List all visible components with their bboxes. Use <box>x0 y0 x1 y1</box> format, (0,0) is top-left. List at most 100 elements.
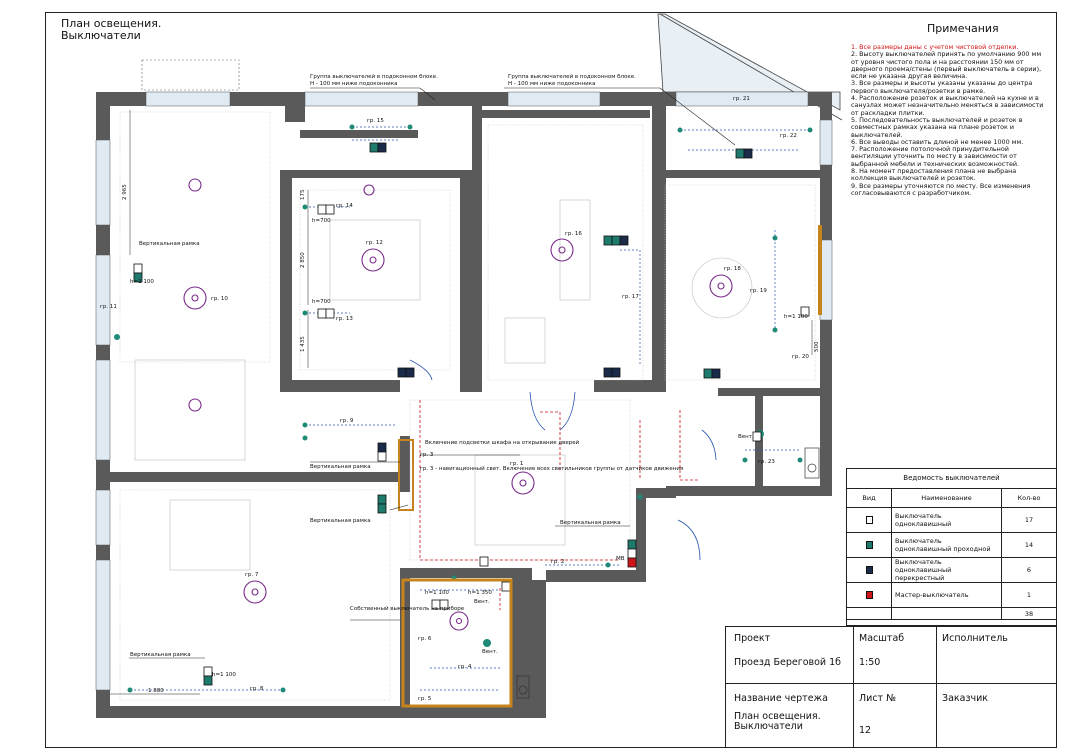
drawing-value: План освещения. Выключатели <box>734 711 821 732</box>
grp-4: гр. 4 <box>458 664 472 670</box>
note-3: 3. Все размеры и высоты указаны указаны … <box>851 79 1033 95</box>
executor-label: Исполнитель <box>942 633 1008 644</box>
row-name: Мастер-выключатель <box>891 582 1002 608</box>
grp-12: гр. 12 <box>366 240 383 246</box>
vertical-frame-label-2: Вертикальная рамка <box>310 464 371 470</box>
bathroom-highlight <box>401 578 513 708</box>
bay-window-outline <box>141 59 240 91</box>
schedule-row: Выключатель одноклавишный проходной 14 <box>847 532 1056 558</box>
note-5: 5. Последовательность выключателей и роз… <box>851 115 1023 139</box>
h700-label-2: h=700 <box>312 299 331 305</box>
vent-label-1: Вент. <box>474 599 490 605</box>
group-window-label-2b: H - 100 мм ниже подоконника <box>508 81 595 87</box>
bathroom-highlight-2 <box>401 578 513 708</box>
row-qty: 6 <box>1001 557 1056 583</box>
dim-2850: 2 850 <box>300 252 306 268</box>
project-label: Проект <box>734 633 771 644</box>
scale-value: 1:50 <box>859 657 881 668</box>
grp-22: гр. 22 <box>780 133 797 139</box>
row-qty: 17 <box>1001 507 1056 533</box>
symbol-master-switch <box>847 582 892 608</box>
grp-11: гр. 11 <box>100 304 117 310</box>
schedule-row: Выключатель одноклавишный перекрестный 6 <box>847 557 1056 583</box>
bathroom-fixtures <box>516 447 820 699</box>
schedule-header-row: Вид Наименование Кол-во <box>847 488 1056 508</box>
grp-9: гр. 9 <box>340 418 354 424</box>
note-1: 1. Все размеры даны с учетом чистовой от… <box>851 43 1019 51</box>
title-line-1: План освещения. <box>61 17 162 30</box>
note-7: 7. Расположение потолочной принудительно… <box>851 145 1020 168</box>
title-block: Проект Проезд Береговой 1б Масштаб 1:50 … <box>725 626 1057 748</box>
grp-13: гр. 13 <box>336 316 353 322</box>
row-name: Выключатель одноклавишный <box>891 507 1002 533</box>
h1100-label-4: h=1 100 <box>425 590 449 596</box>
dim-1880: 1 880 <box>148 688 164 694</box>
notes-list: 1. Все размеры даны с учетом чистовой от… <box>851 43 1048 197</box>
h1100-label-1: h=1 100 <box>130 279 154 285</box>
schedule-row: Мастер-выключатель 1 <box>847 582 1056 608</box>
lamp-gr12 <box>361 248 385 272</box>
ceiling-lamps <box>183 178 733 631</box>
scale-label: Масштаб <box>859 633 905 644</box>
h1350-label: h=1 350 <box>468 590 492 596</box>
schedule-row: Выключатель одноклавишный 17 <box>847 507 1056 533</box>
schedule-total-row: 38 <box>847 607 1056 620</box>
customer-label: Заказчик <box>942 693 989 704</box>
sheet-frame <box>45 12 1057 748</box>
note-6: 6. Все выводы оставить длиной не менее 1… <box>851 137 1024 146</box>
vent-label-3: Вент. <box>738 434 754 440</box>
group-window-label-1: Группа выключателей в подоконном блоке. <box>310 73 438 80</box>
wardrobe-light-label: Включение подсветки шкафа на открывание … <box>425 439 580 446</box>
symbol-single-switch <box>847 507 892 533</box>
lamp-gr10 <box>183 286 207 310</box>
circuit-lines <box>419 400 700 610</box>
symbol-passthrough-switch <box>847 532 892 558</box>
drawing-title: План освещения. Выключатели <box>61 18 161 42</box>
vertical-frame-label-1: Вертикальная рамка <box>139 241 200 247</box>
grp-8: гр. 8 <box>250 686 264 692</box>
mv-label: МВ <box>616 556 625 562</box>
dimension-lines <box>110 110 813 695</box>
lamp-gr7 <box>243 580 267 604</box>
vent-label-2: Вент. <box>482 649 498 655</box>
kitchen-highlight <box>818 225 822 315</box>
grp-2: гр. 2 <box>551 559 564 565</box>
grp-3: гр. 3 <box>420 452 434 458</box>
grp-19: гр. 19 <box>750 288 767 294</box>
grp-6: гр. 6 <box>418 636 432 642</box>
vertical-frame-label-5: Вертикальная рамка <box>130 652 191 658</box>
h1100-label-2: h=1 100 <box>784 314 808 320</box>
grp-20: гр. 20 <box>792 354 809 360</box>
col-type: Вид <box>847 488 892 508</box>
symbol-cross-switch <box>847 557 892 583</box>
lamp-gr18 <box>709 274 733 298</box>
grp-1: гр. 1 <box>510 461 523 467</box>
drawing-label: Название чертежа <box>734 693 828 704</box>
total-qty: 38 <box>1001 607 1056 620</box>
sheet-label: Лист № <box>859 693 896 704</box>
title-line-2: Выключатели <box>61 29 141 42</box>
dim-500: 500 <box>814 341 820 352</box>
schedule-table: Вид Наименование Кол-во Выключатель одно… <box>847 488 1056 620</box>
notes-heading: Примечания <box>927 22 999 35</box>
grp-21: гр. 21 <box>733 96 750 102</box>
group-window-label-2: Группа выключателей в подоконном блоке. <box>508 73 636 80</box>
sheet-value: 12 <box>859 725 872 736</box>
leader-lines <box>129 87 736 659</box>
h700-label-1: h=700 <box>312 218 331 224</box>
row-name: Выключатель одноклавишный проходной <box>891 532 1002 558</box>
furniture <box>119 111 816 701</box>
windows <box>95 91 833 691</box>
h1100-label-3: h=1 100 <box>212 672 236 678</box>
grp-18: гр. 18 <box>724 266 741 272</box>
col-qty: Кол-во <box>1001 488 1056 508</box>
switches <box>133 142 810 686</box>
note-8: 8. На момент предоставления плана не выб… <box>851 167 1017 183</box>
grp-15: гр. 15 <box>367 118 384 124</box>
lamp-gr16 <box>550 238 574 262</box>
plan-labels: Группа выключателей в подоконном блоке. … <box>100 73 820 702</box>
dim-1435: 1 435 <box>300 336 306 352</box>
row-qty: 14 <box>1001 532 1056 558</box>
